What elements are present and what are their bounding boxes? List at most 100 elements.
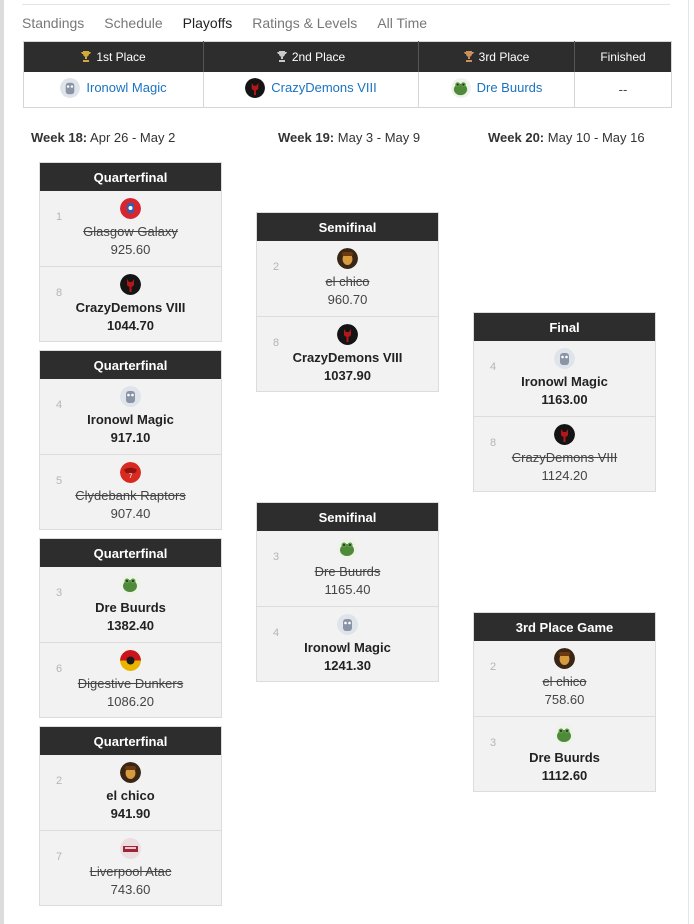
owl-avatar-icon [554, 348, 575, 369]
team-avatar [120, 198, 141, 223]
team-name: CrazyDemons VIII [511, 449, 618, 465]
match-title: Quarterfinal [40, 351, 221, 379]
team-seed: 3 [56, 587, 63, 599]
team-name: Dre Buurds [529, 749, 600, 765]
owl-avatar-icon [337, 613, 358, 635]
team-name: Ironowl Magic [87, 412, 174, 427]
team-seed: 8 [56, 287, 63, 299]
third-place-header: 3rd Place [418, 41, 575, 72]
chico-avatar-icon [337, 248, 358, 269]
frog-avatar-icon [554, 723, 575, 745]
week-20-heading: Week 20: May 10 - May 16 [488, 130, 645, 145]
first-place-header: 1st Place [23, 41, 204, 72]
team-name: Digestive Dunkers [77, 675, 184, 691]
team-avatar [554, 723, 575, 749]
team-name: Ironowl Magic [304, 639, 391, 655]
team-name: el chico [542, 674, 587, 689]
trophy-icon [463, 50, 474, 62]
team-seed: 4 [273, 627, 280, 639]
team-avatar [554, 348, 575, 373]
team-seed: 2 [490, 661, 497, 673]
match-title: Quarterfinal [40, 539, 221, 567]
second-place-team[interactable]: CrazyDemons VIII [203, 71, 419, 108]
tab-ratings-levels[interactable]: Ratings & Levels [252, 14, 358, 31]
team-name: Clydebank Raptors [75, 487, 186, 503]
team-score: 1165.40 [324, 582, 371, 597]
first-place-team[interactable]: Ironowl Magic [23, 71, 204, 108]
team-seed: 3 [273, 551, 280, 563]
team-score: 960.70 [327, 292, 368, 307]
dunker-avatar-icon [120, 649, 141, 671]
team-name: CrazyDemons VIII [292, 349, 403, 365]
team-score: 1086.20 [107, 693, 154, 709]
tab-standings[interactable]: Standings [22, 14, 85, 31]
third-place-team[interactable]: Dre Buurds [418, 71, 575, 108]
team-avatar [120, 649, 141, 675]
chico-avatar-icon [120, 762, 141, 783]
team-score: 1241.30 [324, 657, 371, 673]
team-avatar [337, 248, 358, 273]
match-title: Semifinal [257, 503, 438, 531]
team-seed: 3 [490, 737, 497, 749]
team-seed: 8 [490, 437, 497, 449]
team-seed: 2 [273, 261, 280, 273]
team-score: 907.40 [110, 505, 151, 521]
week-18-heading: Week 18: Apr 26 - May 2 [31, 130, 176, 145]
team-score: 1163.00 [541, 392, 588, 407]
tab-all-time[interactable]: All Time [377, 14, 428, 31]
team-avatar [120, 386, 141, 411]
team-avatar [120, 837, 141, 863]
team-name: Ironowl Magic [521, 374, 608, 389]
team-avatar [337, 538, 358, 563]
matchup-team[interactable]: 2 el chico 941.90 [40, 755, 221, 830]
team-score: 941.90 [110, 806, 151, 821]
demon-avatar-icon [245, 77, 266, 98]
team-seed: 4 [56, 399, 63, 411]
team-score: 1124.20 [541, 467, 588, 483]
team-name: Dre Buurds [314, 564, 381, 579]
team-avatar [554, 648, 575, 673]
owl-avatar-icon [60, 77, 81, 98]
team-name: el chico [106, 788, 155, 803]
team-score: 1044.70 [107, 317, 154, 333]
team-score: 917.10 [110, 430, 151, 445]
page-left-border [0, 0, 4, 924]
team-avatar [554, 423, 575, 449]
tab-schedule[interactable]: Schedule [104, 14, 163, 31]
team-score: 743.60 [110, 881, 151, 897]
team-seed: 6 [56, 663, 63, 675]
team-name: Glasgow Galaxy [83, 224, 178, 239]
team-avatar [120, 574, 141, 599]
tab-playoffs[interactable]: Playoffs [182, 14, 233, 31]
svg-text:7: 7 [129, 473, 133, 480]
demon-avatar-icon [337, 323, 358, 345]
team-score: 1112.60 [541, 767, 588, 783]
match-title: Final [474, 313, 655, 341]
team-seed: 7 [56, 851, 63, 863]
raptor-avatar-icon: 7 [120, 461, 141, 483]
team-seed: 2 [56, 775, 63, 787]
chico-avatar-icon [554, 648, 575, 669]
frog-avatar-icon [450, 77, 471, 98]
